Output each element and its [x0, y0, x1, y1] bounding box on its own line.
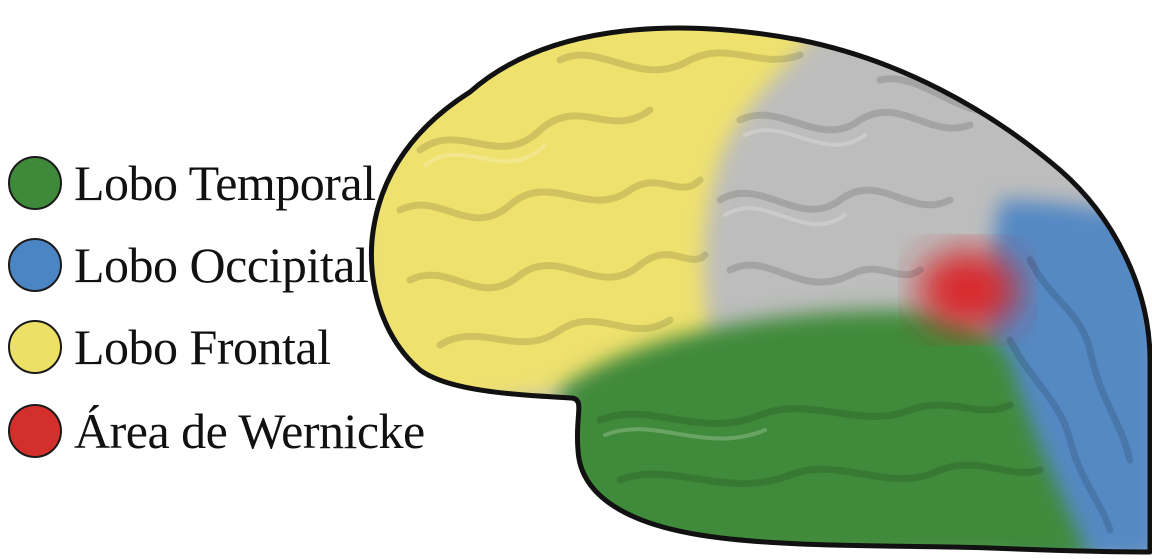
legend-label-wernicke: Área de Wernicke	[74, 402, 425, 460]
occipital-color-swatch	[8, 238, 62, 292]
legend-item-frontal: Lobo Frontal	[8, 312, 330, 382]
wernicke-area-region	[918, 250, 1018, 330]
wernicke-color-swatch	[8, 404, 62, 458]
frontal-color-swatch	[8, 320, 62, 374]
temporal-color-swatch	[8, 156, 62, 210]
legend-label-temporal: Lobo Temporal	[74, 154, 376, 212]
legend-label-occipital: Lobo Occipital	[74, 236, 368, 294]
legend-label-frontal: Lobo Frontal	[74, 318, 330, 376]
legend-item-temporal: Lobo Temporal	[8, 148, 376, 218]
legend-item-wernicke: Área de Wernicke	[8, 396, 425, 466]
legend-item-occipital: Lobo Occipital	[8, 230, 368, 300]
